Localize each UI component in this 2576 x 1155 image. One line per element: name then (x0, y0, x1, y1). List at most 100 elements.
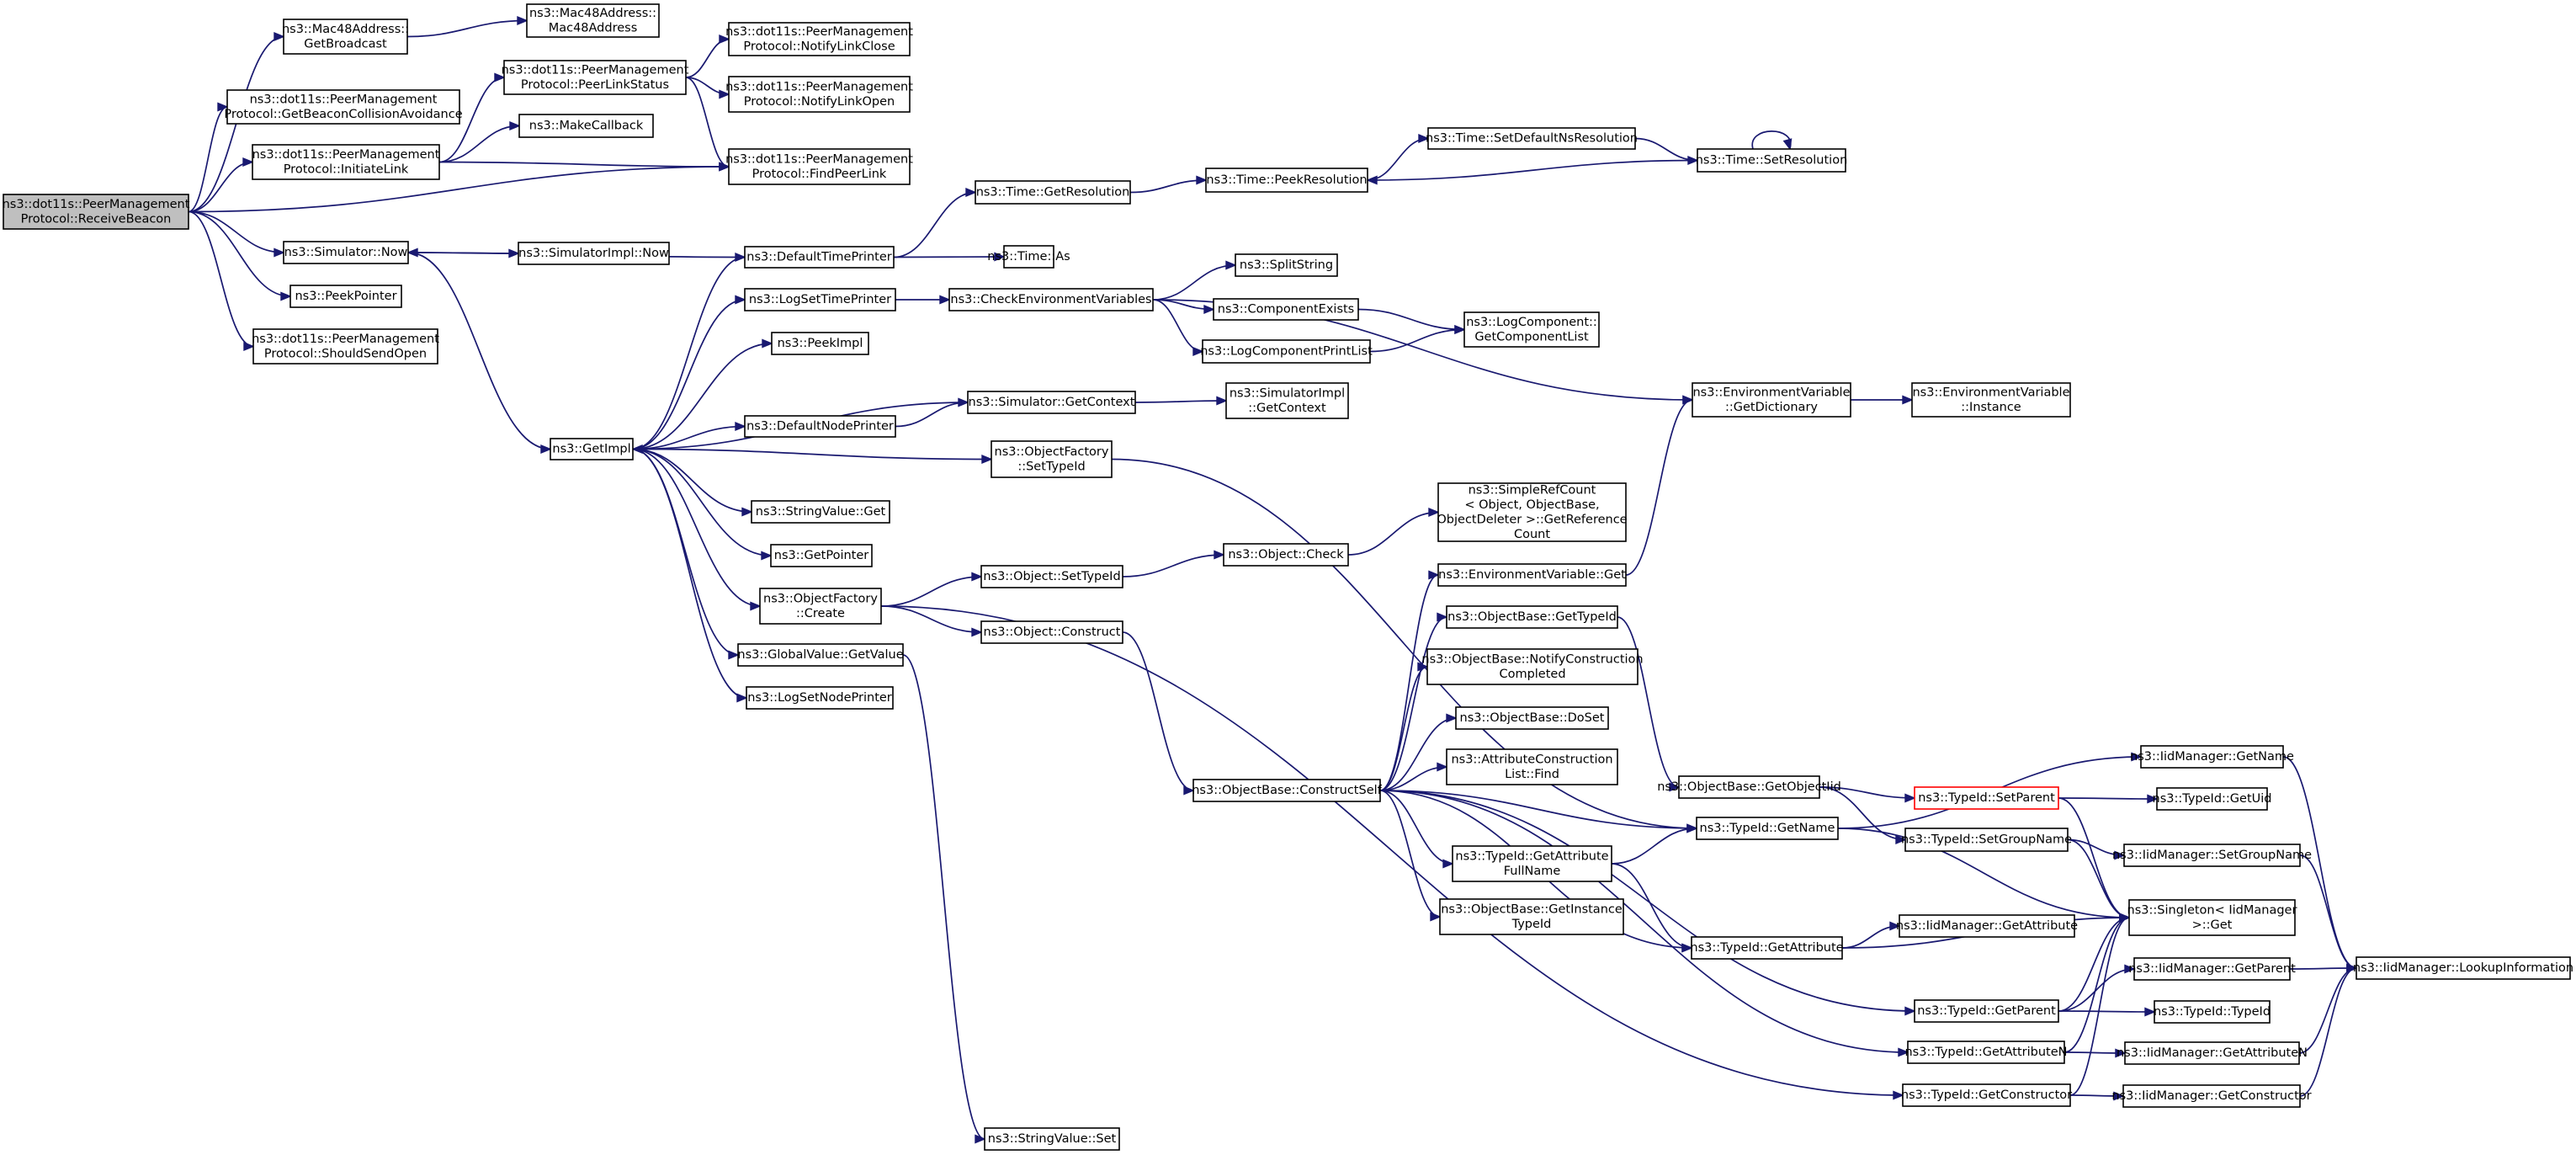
node-peek-impl[interactable]: ns3::PeekImpl (771, 332, 869, 355)
node-object-construct[interactable]: ns3::Object::Construct (980, 620, 1123, 644)
node-iid-manager-get-constructor[interactable]: ns3::IidManager::GetConstructor (2111, 1084, 2312, 1108)
node-default-node-printer[interactable]: ns3::DefaultNodePrinter (744, 415, 896, 438)
node-iid-manager-set-group-name[interactable]: ns3::IidManager::SetGroupName (2112, 844, 2312, 867)
node-typeid-get-parent[interactable]: ns3::TypeId::GetParent (1914, 999, 2059, 1023)
node-time-peek-resolution[interactable]: ns3::Time::PeekResolution (1205, 168, 1368, 193)
node-receive-beacon[interactable]: ns3::dot11s::PeerManagementProtocol::Rec… (3, 194, 190, 230)
node-log-set-time-printer[interactable]: ns3::LogSetTimePrinter (744, 288, 896, 311)
edge-line (1819, 786, 1915, 799)
node-object-base-construct-self[interactable]: ns3::ObjectBase::ConstructSelf (1192, 779, 1383, 802)
node-box (226, 89, 460, 125)
node-label: ns3::Simulator::Now (284, 246, 408, 259)
edge-global-value-get-value-to-string-value-set (902, 654, 986, 1144)
node-object-set-type-id[interactable]: ns3::Object::SetTypeId (980, 565, 1123, 588)
node-global-value-get-value[interactable]: ns3::GlobalValue::GetValue (737, 643, 904, 667)
node-mac48-ctor[interactable]: ns3::Mac48Address::Mac48Address (526, 3, 660, 38)
node-notify-link-close[interactable]: ns3::dot11s::PeerManagementProtocol::Not… (725, 22, 913, 56)
node-box (744, 288, 896, 311)
node-time-get-resolution[interactable]: ns3::Time::GetResolution (975, 180, 1131, 205)
node-time-set-resolution[interactable]: ns3::Time::SetResolution (1696, 148, 1848, 173)
node-typeid-get-uid[interactable]: ns3::TypeId::GetUid (2153, 787, 2272, 811)
edge-object-base-construct-self-to-typeid-get-attribute-n (1379, 790, 1909, 1057)
node-simulator-now[interactable]: ns3::Simulator::Now (283, 241, 409, 264)
node-log-set-node-printer[interactable]: ns3::LogSetNodePrinter (746, 686, 894, 710)
node-object-factory-set-type-id[interactable]: ns3::ObjectFactory::SetTypeId (991, 440, 1113, 478)
node-label: ns3::TypeId::GetAttribute (1455, 849, 1608, 863)
node-iid-manager-lookup-information[interactable]: ns3::IidManager::LookupInformation (2353, 956, 2573, 980)
node-label: ns3::SplitString (1240, 258, 1333, 272)
node-object-check[interactable]: ns3::Object::Check (1223, 543, 1349, 567)
node-split-string[interactable]: ns3::SplitString (1235, 253, 1338, 277)
node-iid-manager-get-attribute-n[interactable]: ns3::IidManager::GetAttributeN (2117, 1041, 2308, 1065)
node-peer-link-status[interactable]: ns3::dot11s::PeerManagementProtocol::Pee… (502, 60, 689, 95)
node-initiate-link[interactable]: ns3::dot11s::PeerManagementProtocol::Ini… (252, 144, 440, 180)
node-time-as[interactable]: ns3::Time::As (987, 245, 1070, 269)
node-peek-pointer[interactable]: ns3::PeekPointer (289, 285, 402, 308)
node-find-peer-link[interactable]: ns3::dot11s::PeerManagementProtocol::Fin… (725, 148, 913, 185)
edge-line (685, 77, 730, 168)
node-get-component-list[interactable]: ns3::LogComponent::GetComponentList (1463, 311, 1600, 348)
edge-line (2063, 917, 2130, 1053)
node-env-var-get-dictionary[interactable]: ns3::EnvironmentVariable::GetDictionary (1692, 382, 1851, 418)
node-iid-manager-get-parent[interactable]: ns3::IidManager::GetParent (2128, 957, 2296, 981)
node-simulator-get-context[interactable]: ns3::Simulator::GetContext (967, 391, 1136, 414)
node-object-base-notify-construction[interactable]: ns3::ObjectBase::NotifyConstructionCompl… (1421, 648, 1644, 685)
edge-line (2058, 797, 2158, 800)
node-typeid-get-attribute-n[interactable]: ns3::TypeId::GetAttributeN (1904, 1041, 2068, 1064)
node-box (1902, 1083, 2071, 1107)
node-log-component-print-list[interactable]: ns3::LogComponentPrintList (1200, 339, 1373, 364)
node-string-value-get[interactable]: ns3::StringValue::Get (751, 500, 890, 524)
edge-arrowhead (1196, 175, 1208, 185)
node-time-set-default-ns[interactable]: ns3::Time::SetDefaultNsResolution (1426, 127, 1638, 150)
node-typeid-get-name[interactable]: ns3::TypeId::GetName (1696, 817, 1839, 840)
node-label: ns3::dot11s::PeerManagement (725, 25, 913, 39)
node-label: ns3::DefaultNodePrinter (746, 420, 894, 434)
node-simulatorimpl-now[interactable]: ns3::SimulatorImpl::Now (518, 242, 670, 265)
node-should-send-open[interactable]: ns3::dot11s::PeerManagementProtocol::Sho… (252, 328, 439, 365)
node-string-value-set[interactable]: ns3::StringValue::Set (984, 1127, 1120, 1151)
node-simulatorimpl-get-context[interactable]: ns3::SimulatorImpl::GetContext (1225, 382, 1349, 419)
node-env-var-get[interactable]: ns3::EnvironmentVariable::Get (1437, 563, 1627, 587)
node-object-factory-create[interactable]: ns3::ObjectFactory::Create (759, 588, 882, 625)
node-notify-link-open[interactable]: ns3::dot11s::PeerManagementProtocol::Not… (725, 76, 913, 113)
node-label: Protocol::GetBeaconCollisionAvoidance (224, 108, 462, 121)
node-typeid-get-constructor[interactable]: ns3::TypeId::GetConstructor (1901, 1083, 2072, 1107)
edge-line (685, 38, 730, 78)
node-box (980, 565, 1123, 588)
edge-line (632, 448, 992, 460)
node-check-env-vars[interactable]: ns3::CheckEnvironmentVariables (948, 288, 1154, 311)
edge-arrowhead (1417, 662, 1429, 672)
edge-line (632, 448, 747, 699)
edge-arrowhead (1225, 260, 1237, 270)
node-get-pointer[interactable]: ns3::GetPointer (770, 544, 873, 567)
edge-mac48-getbroadcast-to-mac48-ctor (406, 15, 528, 38)
node-typeid-set-group-name[interactable]: ns3::TypeId::SetGroupName (1901, 828, 2072, 852)
node-box (518, 114, 654, 138)
node-default-time-printer[interactable]: ns3::DefaultTimePrinter (744, 246, 895, 269)
node-label: ns3::IidManager::GetAttribute (1896, 919, 2078, 933)
node-env-var-instance[interactable]: ns3::EnvironmentVariable::Instance (1911, 382, 2071, 418)
node-iid-manager-get-name[interactable]: ns3::IidManager::GetName (2130, 745, 2294, 769)
node-object-base-get-type-id[interactable]: ns3::ObjectBase::GetTypeId (1446, 605, 1618, 629)
node-iid-manager-get-attribute[interactable]: ns3::IidManager::GetAttribute (1896, 914, 2078, 938)
node-typeid-typeid[interactable]: ns3::TypeId::TypeId (2154, 1000, 2271, 1024)
node-simple-ref-count[interactable]: ns3::SimpleRefCount< Object, ObjectBase,… (1437, 482, 1628, 542)
node-make-callback[interactable]: ns3::MakeCallback (518, 114, 654, 138)
node-label: ns3::ObjectBase::GetInstance (1441, 902, 1623, 916)
node-label: ns3::ObjectFactory (763, 592, 878, 605)
node-typeid-get-attribute[interactable]: ns3::TypeId::GetAttribute (1690, 936, 1844, 960)
node-singleton-get[interactable]: ns3::Singleton< IidManager>::Get (2127, 899, 2297, 936)
node-box (744, 415, 896, 438)
edge-object-base-construct-self-to-object-base-get-instance-type-id (1379, 790, 1442, 922)
node-label: ns3::dot11s::PeerManagement (252, 333, 439, 346)
node-get-impl[interactable]: ns3::GetImpl (550, 438, 634, 460)
node-get-beacon-collision[interactable]: ns3::dot11s::PeerManagementProtocol::Get… (224, 89, 463, 125)
node-object-base-do-set[interactable]: ns3::ObjectBase::DoSet (1455, 706, 1609, 730)
node-component-exists[interactable]: ns3::ComponentExists (1213, 298, 1359, 321)
node-object-base-get-object-iid[interactable]: ns3::ObjectBase::GetObjectIid (1657, 775, 1841, 799)
node-typeid-set-parent[interactable]: ns3::TypeId::SetParent (1914, 786, 2059, 810)
node-mac48-getbroadcast[interactable]: ns3::Mac48Address::GetBroadcast (282, 19, 409, 55)
